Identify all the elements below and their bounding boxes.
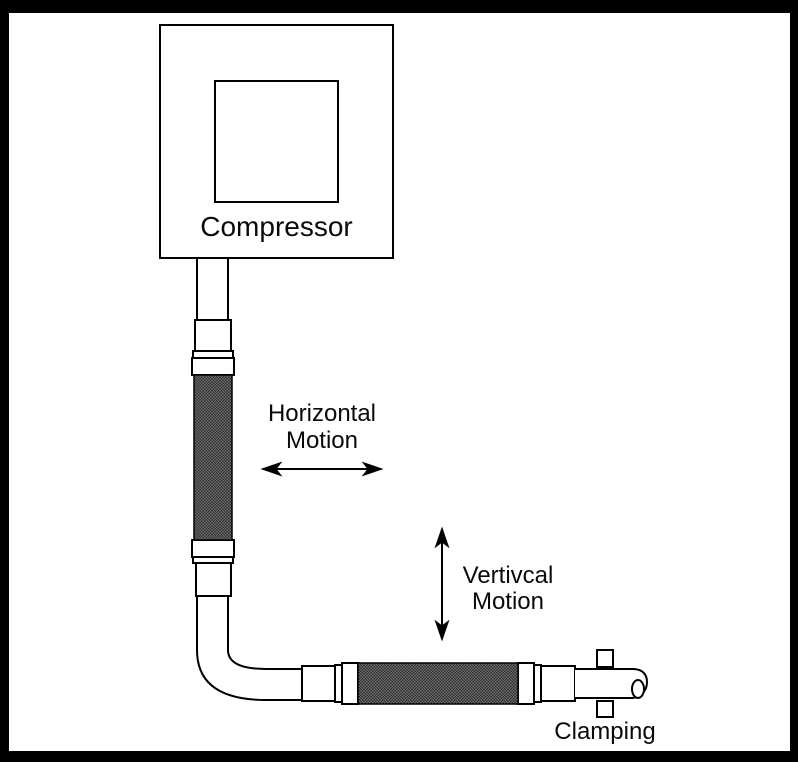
clamp-block-top — [596, 649, 614, 668]
pipe-end-curl — [631, 679, 645, 699]
horizontal-ferrule-left — [334, 664, 343, 703]
vertical-collar-lower — [191, 539, 235, 558]
horizontal-pipe-coupling-right — [540, 665, 576, 702]
vertical-motion-arrow — [434, 526, 450, 642]
elbow-pipe — [196, 595, 303, 701]
horizontal-collar-left — [341, 662, 359, 705]
clamping-label: Clamping — [554, 718, 656, 745]
vertical-pipe-coupling-upper — [194, 319, 232, 352]
vertical-flexible-hose — [193, 374, 233, 541]
vertical-collar-upper — [191, 357, 235, 376]
compressor-inner-panel — [214, 80, 339, 203]
compressor-box — [159, 24, 394, 259]
horizontal-ferrule-right — [533, 664, 542, 703]
horizontal-collar-right — [517, 662, 535, 705]
horizontal-flexible-hose — [357, 662, 519, 705]
pipe-end — [575, 668, 649, 699]
horizontal-motion-label: Horizontal Motion — [267, 400, 377, 454]
compressor-label: Compressor — [200, 211, 353, 242]
horizontal-motion-arrow — [260, 461, 384, 477]
clamp-block-bottom — [596, 700, 614, 718]
horizontal-pipe-coupling-left — [301, 665, 336, 702]
vertical-pipe-upper — [196, 257, 229, 321]
vertical-pipe-coupling-lower — [195, 562, 232, 597]
vertical-motion-label: Vertivcal Motion — [462, 562, 554, 615]
horizontal-pipe-assembly — [301, 662, 576, 705]
vertical-ferrule-upper — [192, 350, 234, 359]
